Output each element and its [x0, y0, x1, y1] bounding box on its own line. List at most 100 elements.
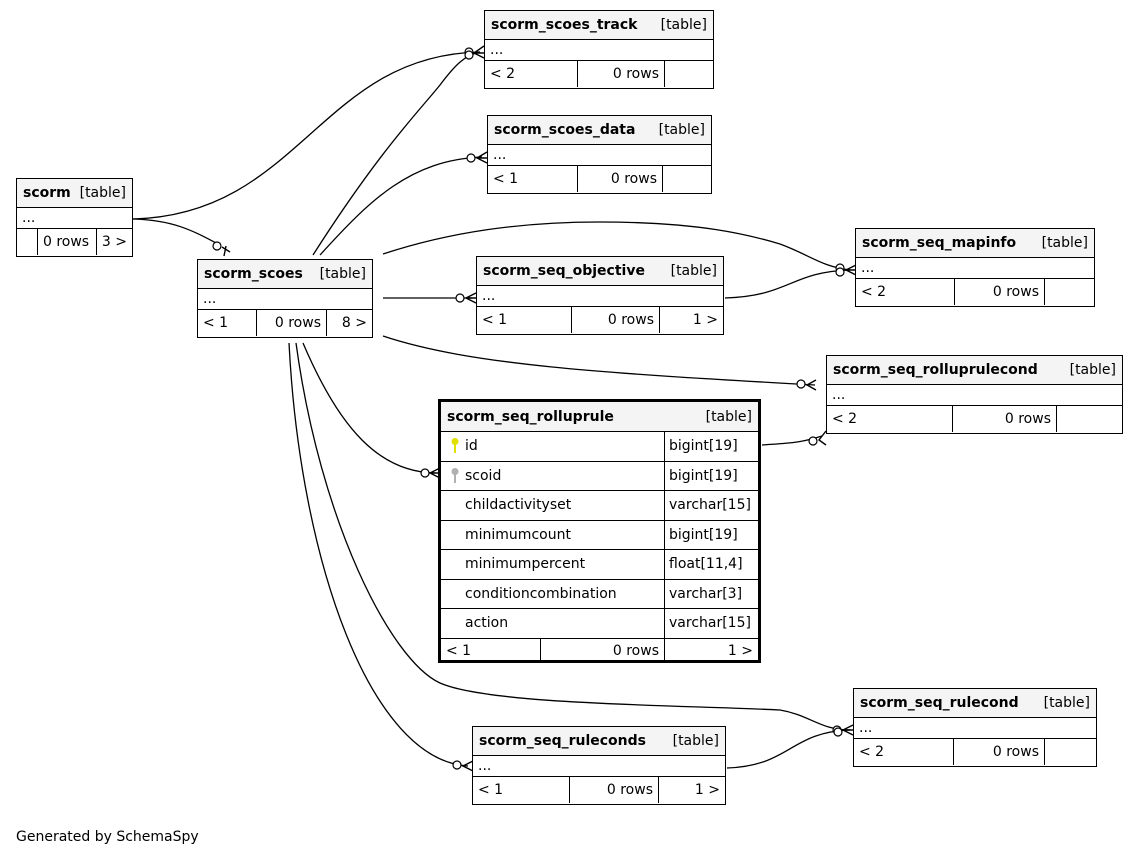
table-scorm-scoes-track[interactable]: scorm_scoes_track [table] ... < 2 0 rows — [484, 10, 714, 89]
table-footer: 0 rows 3 > — [17, 229, 132, 255]
column-name-cell: id — [441, 432, 665, 461]
columns-ellipsis: ... — [17, 208, 132, 229]
table-type: [table] — [672, 733, 719, 749]
column-row: minimumcount bigint[19] — [441, 520, 758, 550]
edge-scorm_scoes-scorm_seq_ruleconds — [288, 342, 469, 767]
column-type: varchar[15] — [669, 615, 751, 632]
column-type: bigint[19] — [669, 526, 738, 543]
table-scorm-seq-rolluprulecond[interactable]: scorm_seq_rolluprulecond [table] ... < 2… — [826, 355, 1123, 434]
table-name: scorm_seq_mapinfo — [862, 235, 1017, 251]
row-count: 0 rows — [541, 638, 665, 663]
columns-ellipsis: ... — [854, 718, 1096, 739]
crowfoot-marker — [817, 430, 827, 446]
edge-scorm_seq_ruleconds-scorm_seq_rulecond — [726, 729, 851, 769]
row-count: 0 rows — [578, 166, 663, 192]
table-footer: < 1 0 rows 1 > — [441, 638, 758, 663]
table-type: [table] — [658, 122, 705, 138]
table-header: scorm_seq_ruleconds [table] — [473, 727, 725, 756]
optional-marker — [420, 468, 430, 478]
crowfoot-marker — [475, 151, 488, 164]
primary-key-icon — [445, 437, 465, 455]
table-header: scorm_seq_mapinfo [table] — [856, 229, 1094, 258]
crowfoot-marker — [844, 264, 857, 276]
table-scorm-scoes[interactable]: scorm_scoes [table] ... < 1 0 rows 8 > — [197, 259, 373, 338]
table-footer: < 2 0 rows — [827, 406, 1122, 432]
optional-marker — [835, 267, 845, 277]
table-footer: < 1 0 rows 1 > — [473, 777, 725, 803]
table-name: scorm_scoes_data — [494, 122, 636, 138]
table-scorm-seq-rulecond[interactable]: scorm_seq_rulecond [table] ... < 2 0 row… — [853, 688, 1097, 767]
optional-marker — [466, 153, 476, 163]
optional-marker — [212, 241, 222, 251]
parents-count: < 1 — [473, 777, 570, 803]
columns-ellipsis: ... — [473, 756, 725, 777]
table-name: scorm_scoes — [204, 266, 303, 282]
column-type: bigint[19] — [669, 438, 738, 455]
parents-count: < 2 — [856, 279, 955, 305]
table-header: scorm_scoes_track [table] — [485, 11, 713, 40]
table-type: [table] — [1069, 362, 1116, 378]
table-type: [table] — [660, 17, 707, 33]
column-name: action — [465, 615, 509, 632]
columns-ellipsis: ... — [198, 289, 372, 310]
edge-scorm-scorm_scoes — [132, 218, 221, 246]
table-type: [table] — [705, 408, 752, 425]
column-name: minimumpercent — [465, 556, 586, 573]
column-name-cell: scoid — [441, 461, 665, 490]
parents-count — [17, 229, 38, 255]
column-type: bigint[19] — [669, 467, 738, 484]
table-name: scorm_seq_rulecond — [860, 695, 1019, 711]
table-name: scorm_seq_rolluprulecond — [833, 362, 1038, 378]
columns-ellipsis: ... — [856, 258, 1094, 279]
children-count — [1045, 739, 1096, 765]
table-scorm-seq-ruleconds[interactable]: scorm_seq_ruleconds [table] ... < 1 0 ro… — [472, 726, 726, 805]
column-row: id bigint[19] — [441, 432, 758, 462]
table-type: [table] — [670, 263, 717, 279]
children-count — [665, 61, 713, 87]
table-footer: < 1 0 rows 8 > — [198, 310, 372, 336]
table-header: scorm_scoes_data [table] — [488, 116, 711, 145]
children-count: 1 > — [694, 782, 720, 798]
table-type: [table] — [1041, 235, 1088, 251]
crowfoot-marker — [805, 379, 817, 391]
parents-count: < 2 — [827, 406, 953, 432]
parents-count: < 1 — [198, 310, 257, 336]
table-scorm-seq-mapinfo[interactable]: scorm_seq_mapinfo [table] ... < 2 0 rows — [855, 228, 1095, 307]
table-scorm-seq-objective[interactable]: scorm_seq_objective [table] ... < 1 0 ro… — [476, 256, 724, 335]
crowfoot-marker — [472, 45, 485, 59]
table-header: scorm_seq_rolluprule [table] — [441, 402, 758, 432]
column-name: id — [465, 438, 478, 455]
edge-scorm-scorm_scoes_track — [132, 51, 481, 220]
generated-by-credit: Generated by SchemaSpy — [16, 829, 199, 845]
column-type: varchar[3] — [669, 585, 743, 602]
table-scorm-scoes-data[interactable]: scorm_scoes_data [table] ... < 1 0 rows — [487, 115, 712, 194]
foreign-key-icon — [445, 467, 465, 485]
column-type: varchar[15] — [669, 497, 751, 514]
children-count — [663, 166, 711, 192]
table-header: scorm [table] — [17, 179, 132, 208]
column-name-cell: minimumcount — [441, 520, 665, 549]
table-scorm[interactable]: scorm [table] ... 0 rows 3 > — [16, 178, 133, 257]
table-scorm-seq-rolluprule[interactable]: scorm_seq_rolluprule [table] id bigint[19… — [438, 399, 761, 663]
optional-marker — [455, 293, 465, 303]
row-count: 0 rows — [570, 777, 659, 803]
edge-scorm_scoes-scorm_scoes_data — [319, 156, 483, 256]
table-footer: < 1 0 rows 1 > — [477, 307, 723, 333]
edge-scorm_seq_rolluprule-scorm_seq_rolluprulecond — [761, 435, 823, 446]
table-name: scorm_seq_objective — [483, 263, 645, 279]
parents-count: < 2 — [854, 739, 954, 765]
children-count — [1045, 279, 1094, 305]
column-name-cell: childactivityset — [441, 491, 665, 520]
optional-marker — [452, 760, 462, 770]
column-name: minimumcount — [465, 526, 571, 543]
crowfoot-marker — [464, 292, 477, 304]
table-header: scorm_seq_rolluprulecond [table] — [827, 356, 1122, 385]
table-name: scorm_seq_ruleconds — [479, 733, 646, 749]
edge-scorm_scoes-scorm_seq_mapinfo — [382, 221, 851, 271]
table-footer: < 2 0 rows — [485, 61, 713, 87]
children-count: 1 > — [727, 642, 753, 659]
row-count: 0 rows — [955, 279, 1045, 305]
